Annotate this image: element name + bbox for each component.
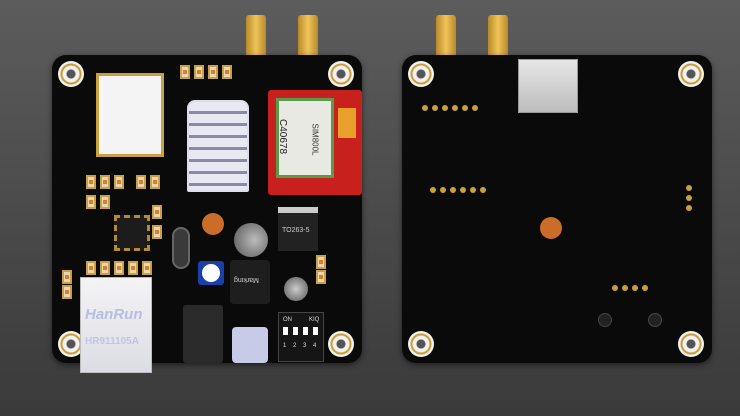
pcb-front[interactable]: C40678 SIM800L TO263-5 Marking HanRun HR… [52, 55, 362, 373]
gsm-name: SIM800L [310, 123, 320, 156]
small-capacitor [284, 277, 308, 301]
mount-hole [678, 331, 704, 357]
regulator: TO263-5 [278, 207, 318, 251]
crystal [172, 227, 190, 269]
regulator-label: TO263-5 [282, 227, 310, 234]
pcb-back[interactable] [402, 55, 712, 363]
dip-switch[interactable]: ON KIQ 1 2 3 4 [278, 312, 324, 362]
mount-hole [408, 61, 434, 87]
mount-hole [328, 331, 354, 357]
mount-hole [58, 331, 84, 357]
esp-module [96, 73, 164, 157]
dip-key-label: KIQ [309, 317, 320, 323]
mount-hole [58, 61, 84, 87]
inductor-label: Marking [234, 276, 259, 283]
mount-hole [328, 61, 354, 87]
antenna-connector-2 [298, 15, 318, 59]
inductor: Marking [230, 260, 270, 304]
dip-number: 1 [283, 343, 287, 349]
dip-number: 4 [313, 343, 317, 349]
back-component [648, 313, 662, 327]
ethernet-model: HR911105A [85, 336, 139, 347]
dc-jack [183, 305, 223, 363]
ethernet-jack: HanRun HR911105A [80, 277, 152, 373]
dht-sensor [187, 100, 249, 192]
mount-hole [678, 61, 704, 87]
antenna-connector-back-1 [436, 15, 456, 59]
dip-number: 2 [293, 343, 297, 349]
sim-card-holder [518, 59, 578, 113]
ethernet-brand: HanRun [85, 306, 143, 323]
gsm-module: C40678 SIM800L [268, 90, 362, 195]
cursor-marker [540, 217, 562, 239]
antenna-connector-1 [246, 15, 266, 59]
back-component [598, 313, 612, 327]
antenna-connector-back-2 [488, 15, 508, 59]
potentiometer[interactable] [198, 261, 224, 285]
mount-hole [408, 331, 434, 357]
capacitor [234, 223, 268, 257]
dip-number: 3 [303, 343, 307, 349]
cursor-marker [202, 213, 224, 235]
gsm-code: C40678 [277, 118, 289, 155]
usb-c-port [232, 327, 268, 363]
dip-on-label: ON [283, 317, 292, 323]
microcontroller [114, 215, 150, 251]
